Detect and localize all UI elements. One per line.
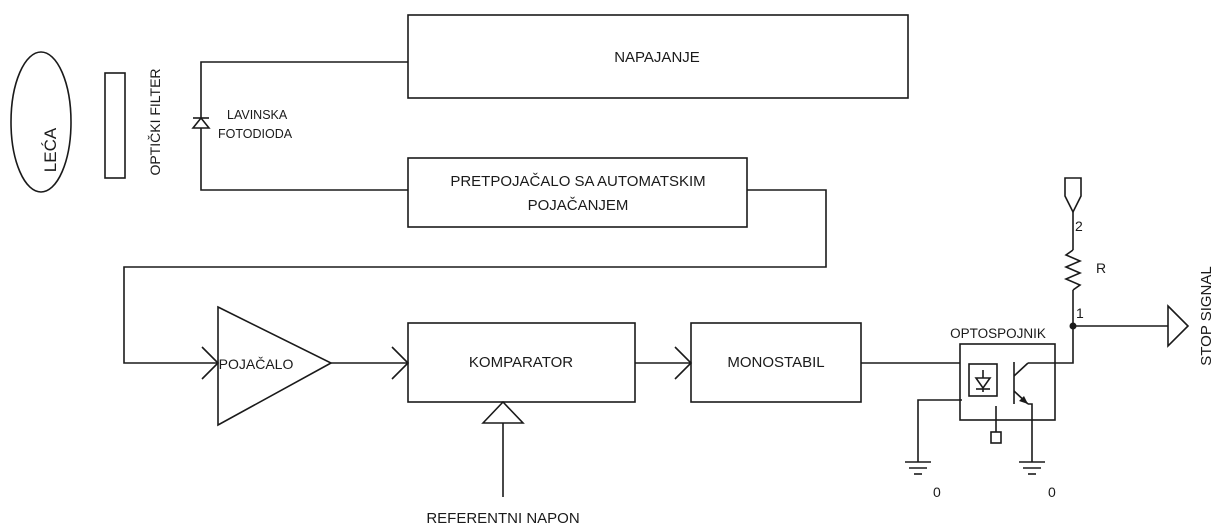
led-ground-wire [917, 399, 962, 462]
stop-signal-label: STOP SIGNAL [1198, 266, 1215, 366]
ground-symbol-left [905, 461, 931, 475]
monostable-input-arrow [674, 346, 693, 380]
resistor-label: R [1096, 260, 1106, 276]
preamp-to-amplifier-wire [123, 189, 827, 364]
preamplifier-block [407, 157, 748, 228]
collector-wire [1028, 327, 1074, 364]
power-supply-block [407, 14, 909, 99]
lens-label: LEĆA [41, 127, 60, 172]
pin-1-label: 1 [1076, 305, 1084, 321]
avalanche-photodiode-symbol [191, 116, 211, 129]
photodiode-wires [200, 61, 408, 191]
monostable-label: MONOSTABIL [727, 354, 824, 371]
monostable-block [690, 322, 862, 403]
comparator-label: KOMPARATOR [469, 354, 573, 371]
transistor-ground-wire [1028, 403, 1033, 462]
resistor-symbol [1063, 249, 1083, 291]
comparator-block [407, 322, 636, 403]
lens-shape [10, 51, 72, 193]
optocoupler-led-symbol [968, 363, 998, 397]
base-pin-square [990, 431, 1002, 444]
supply-terminal-symbol [1064, 177, 1082, 214]
amplifier-triangle [217, 305, 333, 427]
ground-symbol-right [1019, 461, 1045, 475]
optical-filter-label: OPTIČKI FILTER [147, 68, 163, 175]
photodiode-label-line1: LAVINSKA [227, 108, 288, 122]
photodiode-label-line2: FOTODIODA [218, 127, 293, 141]
output-arrow [1167, 304, 1190, 348]
optocoupler-phototransistor-symbol [1013, 362, 1029, 405]
optical-filter-shape [104, 72, 126, 179]
amplifier-label: POJAČALO [219, 356, 294, 372]
power-supply-label: NAPAJANJE [614, 49, 700, 66]
amplifier-input-arrow [201, 346, 220, 380]
preamplifier-label-line2: POJAČANJEM [528, 197, 629, 214]
preamplifier-label-line1: PRETPOJAČALO SA AUTOMATSKIM [450, 173, 705, 190]
ground-right-label: 0 [1048, 484, 1056, 500]
optocoupler-label: OPTOSPOJNIK [950, 326, 1046, 341]
ground-left-label: 0 [933, 484, 941, 500]
comparator-input-arrow [391, 346, 410, 380]
reference-label: REFERENTNI NAPON [426, 510, 579, 527]
reference-input-arrow [481, 400, 525, 424]
pin-2-label: 2 [1075, 218, 1083, 234]
